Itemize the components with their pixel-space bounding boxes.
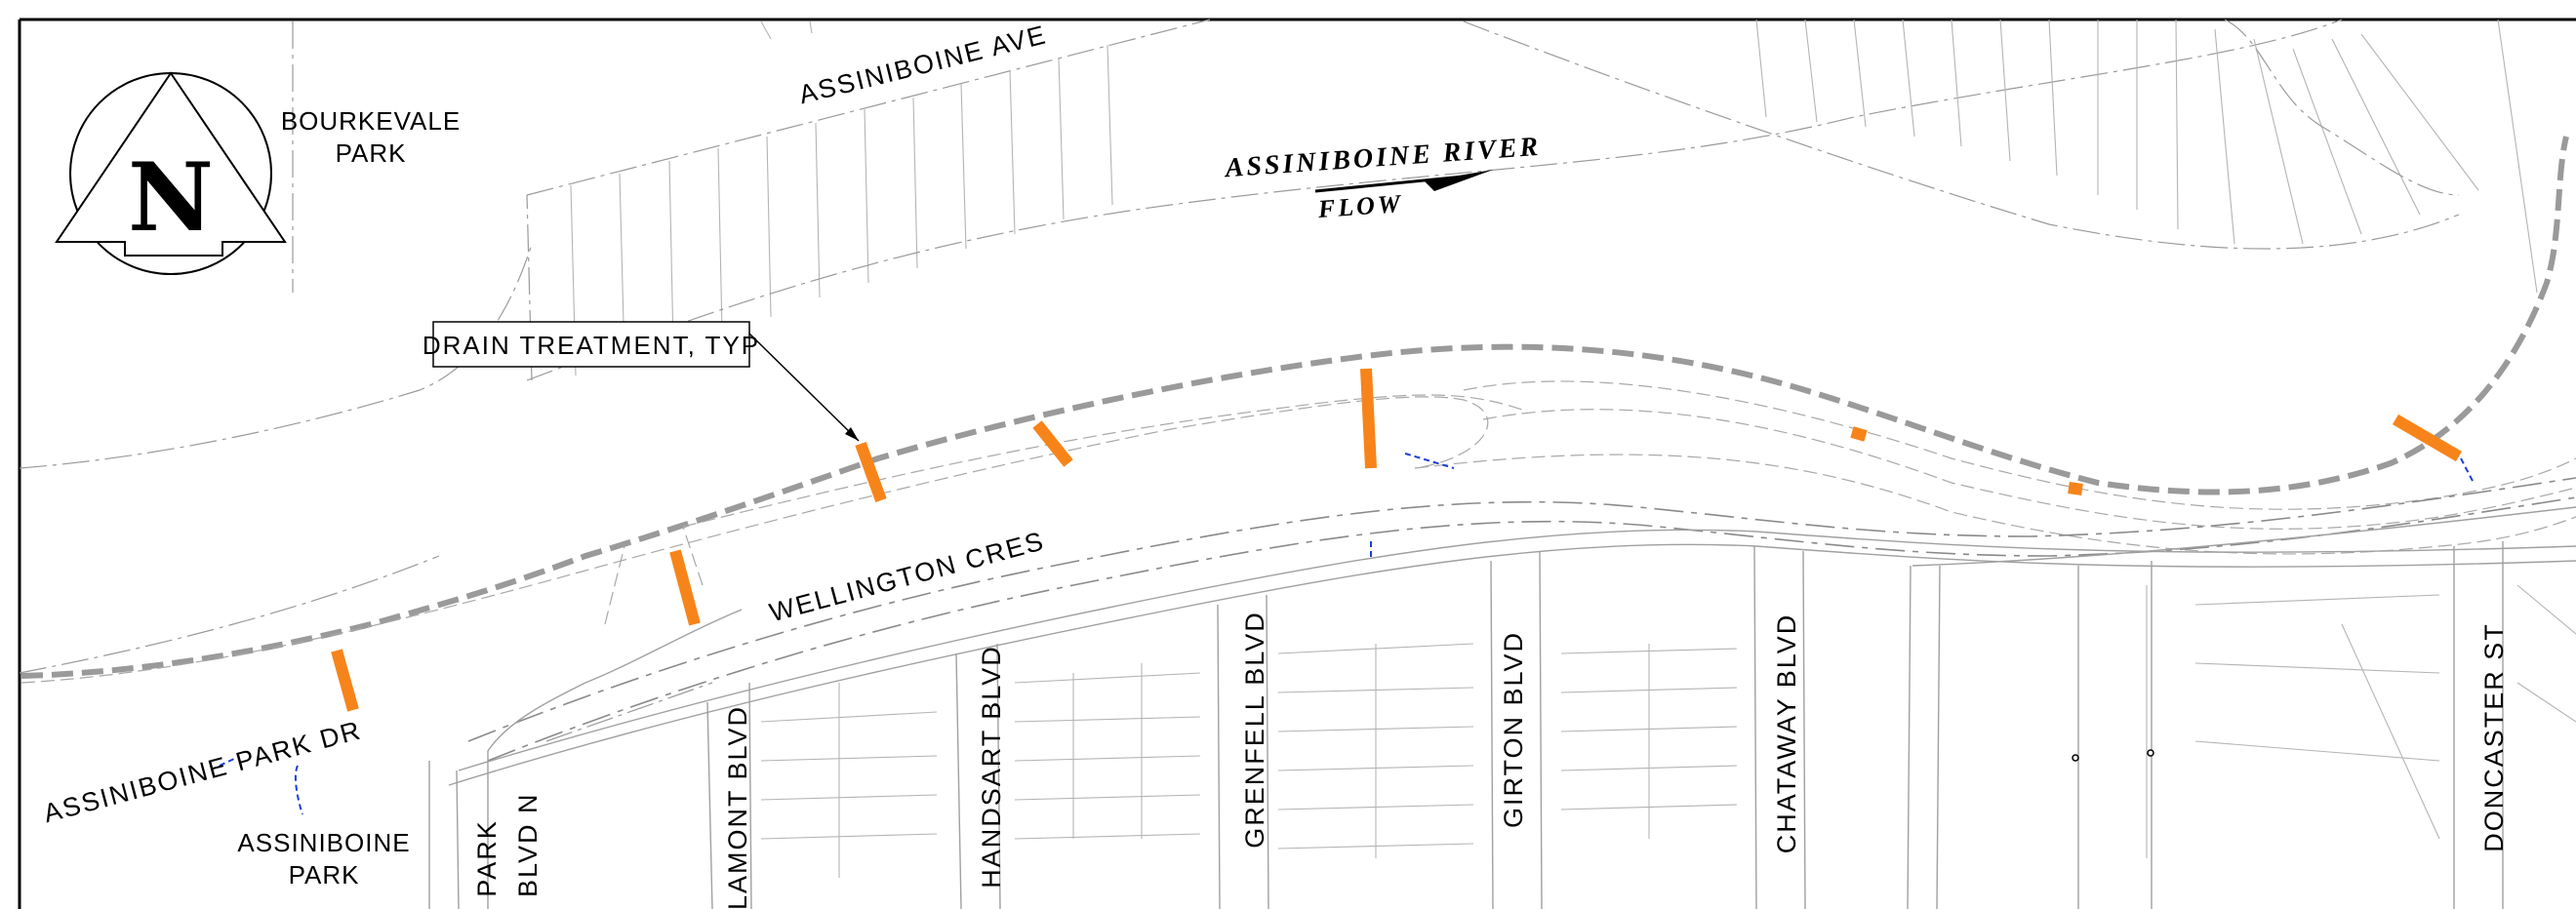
flow-label: FLOW: [1316, 189, 1404, 223]
drain-treatment-mark: [331, 649, 359, 712]
north-arrow-letter: N: [128, 142, 214, 253]
drain-treatment-mark: [1032, 420, 1073, 467]
north-property-lines: [19, 19, 2343, 674]
wellington-cres-label: WELLINGTON CRES: [766, 526, 1047, 627]
drain-treatment-mark: [1360, 368, 1377, 469]
bourkevale-park-label-line1: BOURKEVALE: [281, 106, 461, 136]
grenfell-blvd-label: GRENFELL BLVD: [1240, 611, 1269, 849]
wellington-cres-road: [448, 477, 2576, 786]
drain-treatments: [331, 368, 2463, 712]
lamont-blvd-label: LAMONT BLVD: [723, 705, 752, 909]
river-name-label: ASSINIBOINE RIVER: [1223, 132, 1542, 184]
park-blvd-label-line1: PARK: [472, 819, 502, 897]
manhole-symbol: [2072, 754, 2079, 762]
drain-treatment-mark: [1850, 426, 1868, 442]
west-park-lines: [487, 526, 743, 909]
assiniboine-ave-label: ASSINIBOINE AVE: [796, 20, 1050, 109]
doncaster-st-label: DONCASTER ST: [2479, 622, 2509, 852]
drain-treatment-mark: [2392, 414, 2463, 462]
drain-treatment-mark: [669, 549, 701, 626]
river-bank-line: [20, 136, 2569, 679]
callout-text: DRAIN TREATMENT, TYP: [423, 331, 760, 360]
manhole-symbol: [2147, 749, 2154, 757]
river-path-lines: [20, 380, 2576, 684]
cross-streets: [428, 541, 2504, 909]
assiniboine-park-label-line2: PARK: [289, 860, 360, 889]
map-frame: [18, 18, 2576, 909]
park-blvd-label-line2: BLVD N: [513, 792, 543, 897]
callout-leader: [748, 333, 860, 442]
drain-treatment-callout: DRAIN TREATMENT, TYP: [423, 321, 860, 442]
callout-box: [432, 321, 750, 368]
flow-arrow: [1314, 170, 1493, 193]
north-arrow: N: [55, 71, 287, 275]
blue-pipes: [219, 453, 2475, 815]
drain-treatment-mark: [2068, 482, 2083, 495]
north-arrow-triangle: [55, 71, 287, 257]
handsart-blvd-label: HANDSART BLVD: [977, 645, 1006, 889]
south-lots: [760, 584, 2576, 878]
chataway-blvd-label: CHATAWAY BLVD: [1772, 613, 1801, 854]
drain-treatment-mark: [855, 441, 887, 503]
assiniboine-park-dr-label: ASSINIBOINE PARK DR: [40, 715, 364, 828]
bourkevale-park-label-line2: PARK: [336, 138, 407, 168]
assiniboine-park-label-line1: ASSINIBOINE: [237, 828, 410, 857]
north-east-lots: [1463, 19, 2538, 294]
girton-blvd-label: GIRTON BLVD: [1499, 631, 1528, 828]
